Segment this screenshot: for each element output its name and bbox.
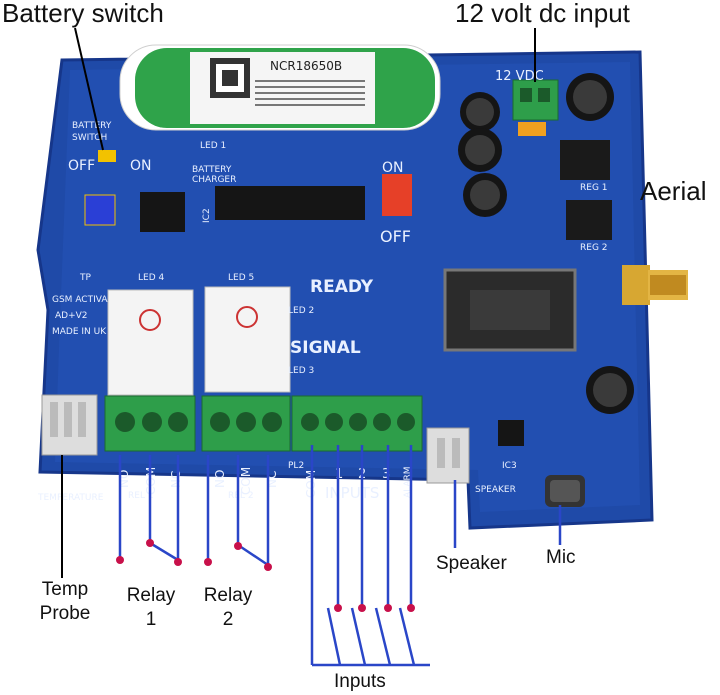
aerial-connector <box>622 265 688 305</box>
relay2-com-text: COM <box>239 467 253 495</box>
board-led3-text: LED 3 <box>288 366 314 376</box>
board-made-in-text: MADE IN UK <box>52 327 107 337</box>
board-rel1-text: REL 1 <box>128 491 154 501</box>
inputs-callout: Inputs <box>334 671 386 692</box>
capacitors <box>458 73 634 414</box>
dip-switch <box>382 174 412 216</box>
board-version-text: AD+V2 <box>55 311 88 321</box>
leader-lines <box>61 27 536 578</box>
board-led5-text: LED 5 <box>228 273 254 283</box>
svg-text:SWITCH: SWITCH <box>72 133 107 143</box>
relay-2-line2: 2 <box>222 609 234 630</box>
temperature-connector <box>41 394 98 456</box>
battery-switch-part <box>98 150 116 162</box>
relay-2-terminal-block <box>201 395 291 452</box>
relay-2 <box>204 286 291 393</box>
board-rel2-text: REL 2 <box>228 491 254 501</box>
relay-1 <box>107 289 194 396</box>
microphone <box>545 475 585 507</box>
board-speaker-text: SPEAKER <box>475 485 516 495</box>
dc-input-callout: 12 volt dc input <box>455 0 630 28</box>
board-pl2-text: PL2 <box>288 461 304 471</box>
regulators <box>560 140 612 240</box>
board-on-text: ON <box>130 158 152 174</box>
board-ic3-text: IC3 <box>502 461 517 471</box>
input-3-text: 3 <box>382 467 390 482</box>
relay-1-line2: 1 <box>145 609 157 630</box>
wiring-terminals <box>116 539 415 612</box>
inputs-terminal-block <box>291 395 423 452</box>
speaker-callout: Speaker <box>436 553 507 574</box>
speaker-connector <box>426 427 470 484</box>
temp-probe-callout: Temp Probe <box>30 578 100 626</box>
battery-model-label: NCR18650B <box>270 59 342 73</box>
battery: NCR18650B <box>119 44 441 131</box>
board-vdc-text: 12 VDC <box>495 69 544 84</box>
board-signal-text: SIGNAL <box>290 338 361 358</box>
temp-probe-line2: Probe <box>39 603 91 624</box>
relay-2-line1: Relay <box>203 585 253 606</box>
relay-1-terminal-block <box>104 395 196 452</box>
input-alarm-text: ALARM <box>403 466 413 498</box>
relay-1-line1: Relay <box>126 585 176 606</box>
wiring-diagrams <box>118 445 562 667</box>
temp-probe-line1: Temp <box>41 579 89 600</box>
board-battery-switch-text: BATTERY <box>72 121 112 131</box>
board-tp-text: TP <box>79 273 91 283</box>
svg-text:CHARGER: CHARGER <box>192 175 236 185</box>
board-reg1-text: REG 1 <box>580 183 608 193</box>
board-led4-text: LED 4 <box>138 273 164 283</box>
aerial-callout: Aerial <box>640 176 707 206</box>
board-gsm-text: GSM ACTIVA <box>52 295 108 305</box>
board-dip-off-text: OFF <box>380 227 411 246</box>
board-inputs-text: INPUTS <box>325 484 379 502</box>
relay-2-callout: Relay 2 <box>193 584 263 632</box>
board-ready-text: READY <box>310 277 374 297</box>
board-temperature-text: TEMPERATURE <box>37 493 104 503</box>
board-reg2-text: REG 2 <box>580 243 608 253</box>
relay1-nc-text: NC <box>169 471 183 488</box>
relay-1-callout: Relay 1 <box>116 584 186 632</box>
board-led1-text: LED 1 <box>200 141 226 151</box>
board-led2-text: LED 2 <box>288 306 314 316</box>
relay2-no-text: NO <box>213 470 227 488</box>
vr1-trimmer <box>84 194 116 226</box>
board-charger-text: BATTERY <box>192 165 232 175</box>
charger-chip <box>140 192 185 232</box>
board-off-text: OFF <box>68 158 95 174</box>
battery-switch-callout: Battery switch <box>2 0 164 28</box>
ic3-chip <box>498 420 524 446</box>
mic-callout: Mic <box>546 547 576 568</box>
board-dip-on-text: ON <box>382 160 404 176</box>
ic2-chip <box>215 186 365 220</box>
board-ic2-text: IC2 <box>202 208 212 223</box>
